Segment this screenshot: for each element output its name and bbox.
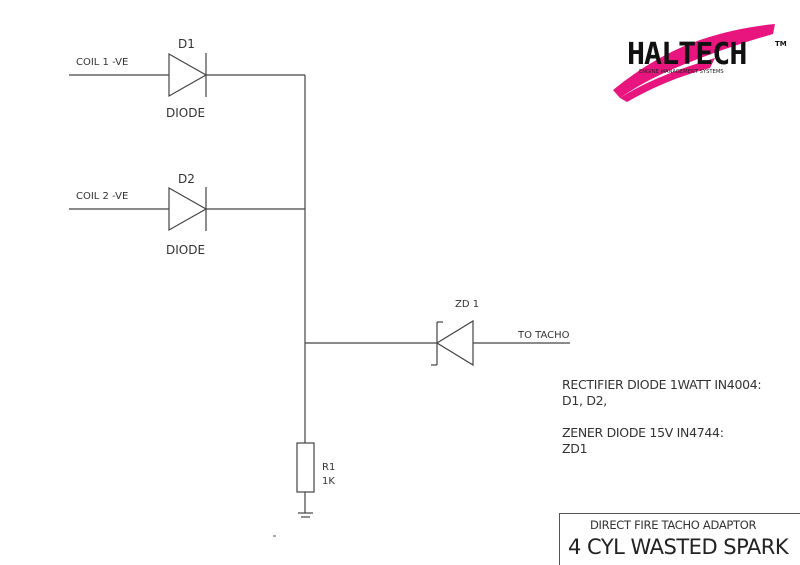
logo-tagline: ENGINE MANAGEMENT SYSTEMS (639, 69, 724, 75)
d1-ref: D1 (178, 37, 195, 51)
drawing-subtitle: 4 CYL WASTED SPARK (568, 535, 789, 559)
logo-brush-stroke-lower (620, 58, 715, 102)
component-notes: RECTIFIER DIODE 1WATT IN4004: D1, D2, ZE… (562, 377, 762, 457)
zd1-ref: ZD 1 (455, 299, 479, 310)
d2-type: DIODE (166, 243, 205, 257)
note-line: RECTIFIER DIODE 1WATT IN4004: (562, 377, 762, 392)
note-line (562, 409, 761, 425)
ground-icon (298, 512, 313, 518)
resistor-r1 (296, 442, 315, 493)
d2-ref: D2 (178, 172, 195, 186)
diode-d2 (168, 186, 208, 232)
d1-type: DIODE (166, 106, 205, 120)
coil2-label: COIL 2 -VE (76, 191, 128, 202)
r1-ref: R1 (322, 462, 335, 473)
note-line: ZENER DIODE 15V IN4744: (562, 425, 724, 440)
drawing-title: DIRECT FIRE TACHO ADAPTOR (590, 518, 757, 532)
logo-brush-stroke (613, 24, 775, 98)
title-block: DIRECT FIRE TACHO ADAPTOR 4 CYL WASTED S… (559, 513, 800, 565)
haltech-logo: HALTECH TM ENGINE MANAGEMENT SYSTEMS (613, 24, 787, 102)
r1-value: 1K (322, 476, 335, 487)
coil1-label: COIL 1 -VE (76, 57, 128, 68)
note-line: ZD1 (562, 441, 588, 456)
zd1-triangle (435, 319, 474, 367)
d2-anode-triangle (168, 186, 208, 232)
logo-brand: HALTECH (627, 37, 746, 72)
diode-d1 (168, 52, 208, 98)
note-line: D1, D2, (562, 393, 607, 408)
tacho-label: TO TACHO (517, 330, 570, 341)
logo-trademark: TM (775, 40, 787, 48)
d1-anode-triangle (168, 52, 208, 98)
zener-zd1 (431, 319, 474, 367)
